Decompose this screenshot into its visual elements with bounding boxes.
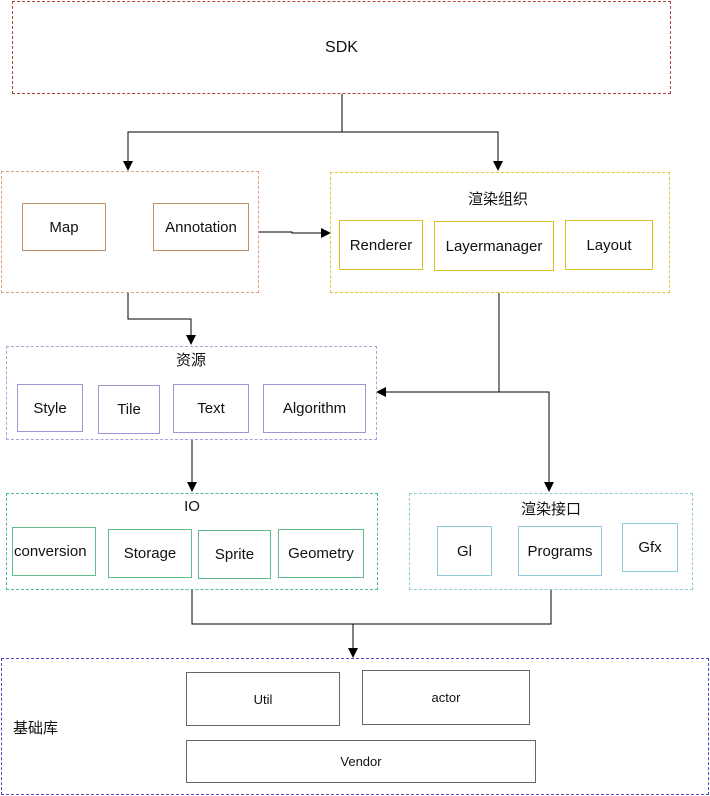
vendor-box: Vendor	[186, 740, 536, 783]
arrow-annotation-to-render-org	[258, 228, 331, 238]
actor-box: actor	[362, 670, 530, 725]
actor-label: actor	[431, 690, 461, 705]
arrow-sdk-to-render-org	[342, 131, 503, 171]
tile-label: Tile	[117, 401, 141, 418]
text-label: Text	[197, 400, 225, 417]
storage-box: Storage	[108, 529, 192, 578]
io-title: IO	[184, 498, 200, 515]
arrow-core-to-resource	[127, 293, 196, 345]
sdk-label: SDK	[325, 38, 358, 56]
arrow-sdk-to-core	[123, 94, 343, 171]
algorithm-box: Algorithm	[263, 384, 366, 433]
annotation-box: Annotation	[153, 203, 249, 251]
render-interface-group	[409, 493, 693, 590]
layout-box: Layout	[565, 220, 653, 270]
io-group	[6, 493, 378, 590]
tile-box: Tile	[98, 385, 160, 434]
programs-label: Programs	[527, 542, 593, 560]
gfx-label: Gfx	[638, 539, 662, 556]
renderer-box: Renderer	[339, 220, 423, 270]
render-interface-title: 渲染接口	[520, 501, 582, 518]
resource-title: 资源	[175, 352, 207, 369]
render-organization-group	[330, 172, 670, 293]
annotation-label: Annotation	[165, 218, 237, 236]
text-box: Text	[173, 384, 249, 433]
gfx-box: Gfx	[622, 523, 678, 572]
geometry-box: Geometry	[278, 529, 364, 578]
renderer-label: Renderer	[349, 236, 413, 254]
layout-label: Layout	[586, 236, 632, 254]
programs-box: Programs	[518, 526, 602, 576]
geometry-label: Geometry	[288, 545, 354, 562]
base-library-title: 基础库	[13, 720, 59, 737]
core-group	[1, 171, 259, 293]
storage-label: Storage	[123, 545, 177, 562]
arrow-render-org-to-resource	[376, 293, 500, 397]
base-library-group	[1, 658, 709, 795]
resource-group	[6, 346, 377, 440]
arrow-io-and-render-to-base	[191, 590, 552, 657]
gl-label: Gl	[457, 542, 472, 560]
style-box: Style	[17, 384, 83, 432]
style-label: Style	[33, 399, 67, 417]
sprite-label: Sprite	[214, 546, 255, 563]
gl-box: Gl	[437, 526, 492, 576]
map-label: Map	[49, 218, 79, 236]
sdk-group: SDK	[12, 1, 671, 94]
render-organization-title: 渲染组织	[467, 191, 529, 208]
util-box: Util	[186, 672, 340, 726]
layermanager-box: Layermanager	[434, 221, 554, 271]
map-box: Map	[22, 203, 106, 251]
vendor-label: Vendor	[340, 754, 382, 769]
sprite-box: Sprite	[198, 530, 271, 579]
arrow-render-org-to-render-interface	[499, 391, 554, 492]
util-label: Util	[253, 691, 273, 707]
conversion-box: conversion	[12, 527, 96, 576]
conversion-label: conversion	[14, 543, 87, 560]
layermanager-label: Layermanager	[445, 237, 543, 255]
algorithm-label: Algorithm	[282, 400, 347, 417]
